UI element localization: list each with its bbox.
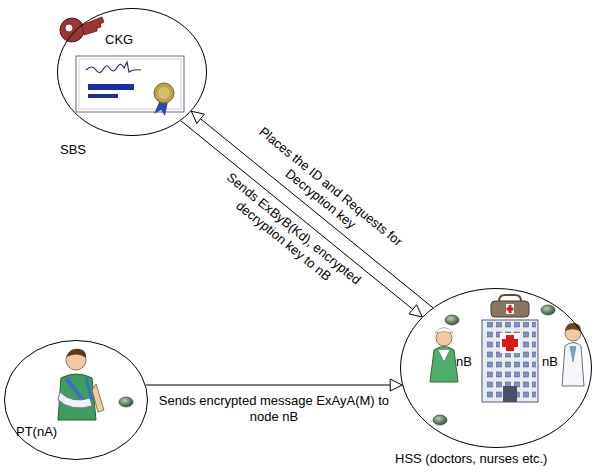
ellipse-outline [400, 288, 592, 448]
hospital-ellipse: nBnBHSS (doctors, nurses etc.) [400, 288, 592, 448]
sensor-node [445, 315, 459, 325]
node-id-label: nB [456, 354, 472, 369]
ellipse-outline [4, 340, 148, 460]
message-arrow [146, 379, 402, 391]
key-icon [60, 17, 104, 42]
message-arrow [191, 111, 433, 307]
patient-figure [58, 349, 104, 420]
key-label: CKG [105, 32, 133, 47]
nurse-figure [430, 328, 458, 383]
connector-line [199, 118, 433, 308]
patient-ellipse: PT(nA) [4, 340, 148, 460]
certificate-icon [76, 56, 184, 116]
doctor-figure [562, 323, 584, 386]
server-ellipse: CKGSBS [57, 8, 207, 136]
arrow-head [409, 305, 422, 317]
node-id-label: nB [542, 354, 558, 369]
edge-label: Sends encrypted message ExAyA(M) to node… [154, 393, 394, 425]
ellipse-outline [57, 8, 207, 136]
arrow-head [390, 379, 402, 391]
arrow-head [191, 111, 204, 123]
sensor-node [119, 397, 133, 407]
sensor-node [541, 305, 555, 315]
node-heading: HSS (doctors, nurses etc.) [395, 451, 547, 466]
message-arrow [181, 121, 422, 317]
hospital-building [482, 320, 538, 402]
node-heading: SBS [60, 142, 86, 157]
connector-line [146, 385, 392, 386]
medical-bag [491, 295, 529, 317]
sensor-node [433, 415, 447, 425]
node-label: PT(nA) [16, 424, 57, 439]
